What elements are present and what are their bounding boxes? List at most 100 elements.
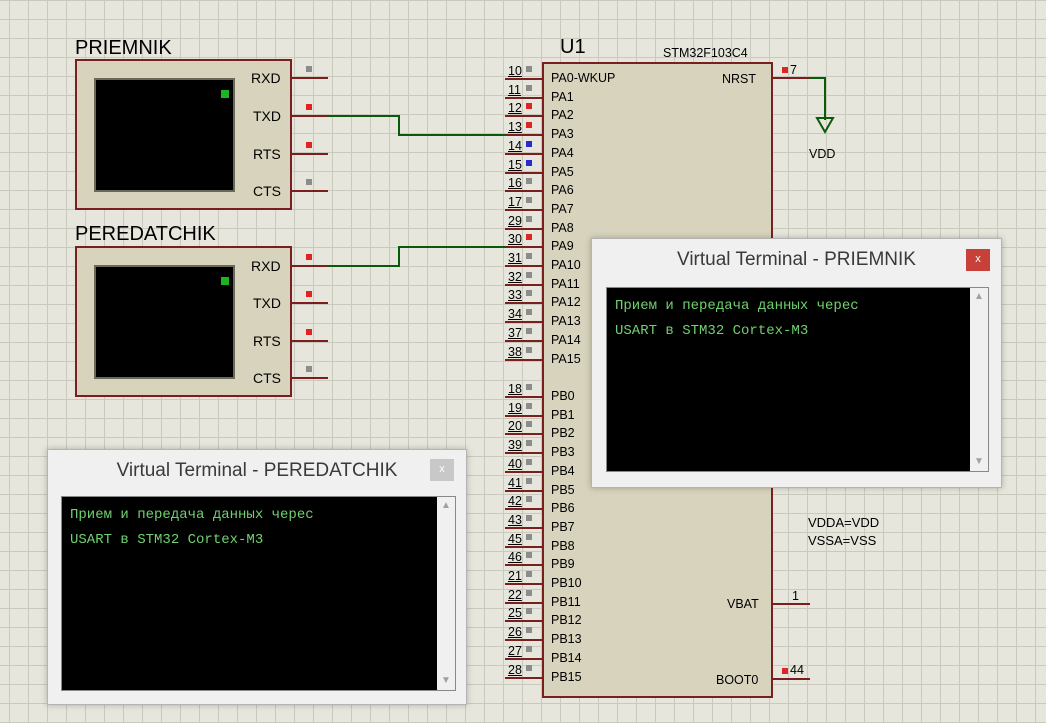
pin-state-indicator xyxy=(526,534,532,540)
mcu-pin-number: 28 xyxy=(508,663,522,677)
scrollbar[interactable]: ▲ ▼ xyxy=(970,288,988,471)
scroll-up-icon[interactable]: ▲ xyxy=(974,291,984,302)
pin-state-indicator xyxy=(306,66,312,72)
mcu-pin-vbat: VBAT xyxy=(727,597,759,611)
mcu-pin-number: 38 xyxy=(508,345,522,359)
mcu-pin-boot0-num: 44 xyxy=(790,663,804,677)
pin-state-indicator xyxy=(526,552,532,558)
pin-state-indicator xyxy=(526,571,532,577)
pin-state-indicator xyxy=(526,478,532,484)
close-icon[interactable]: x xyxy=(430,459,454,481)
pin-state-indicator xyxy=(526,646,532,652)
mcu-pin-pa1: PA1 xyxy=(551,90,574,104)
scroll-down-icon[interactable]: ▼ xyxy=(441,675,451,686)
power-note-vdda: VDDA=VDD xyxy=(808,515,880,530)
mcu-pin-pb3: PB3 xyxy=(551,445,575,459)
mcu-pin-pa9: PA9 xyxy=(551,239,574,253)
mcu-pin-number: 15 xyxy=(508,158,522,172)
receiver-screen xyxy=(94,78,235,192)
pin-state-indicator xyxy=(526,421,532,427)
mcu-pin-pa14: PA14 xyxy=(551,333,581,347)
wire-txd-pa3 xyxy=(328,115,505,136)
receiver-terminal-body[interactable] xyxy=(75,59,292,210)
pin-state-indicator xyxy=(526,627,532,633)
terminal-window-peredatchik[interactable]: Virtual Terminal - PEREDATCHIK x Прием и… xyxy=(47,449,467,705)
pin-state-indicator xyxy=(306,142,312,148)
pin-state-indicator xyxy=(526,459,532,465)
mcu-pin-pb10: PB10 xyxy=(551,576,582,590)
scroll-up-icon[interactable]: ▲ xyxy=(441,500,451,511)
pin-state-indicator xyxy=(526,272,532,278)
receiver-led xyxy=(221,90,229,98)
terminal-line: USART в STM32 Cortex-M3 xyxy=(615,323,809,339)
mcu-pin-number: 37 xyxy=(508,326,522,340)
terminal-line: Прием и передача данных черес xyxy=(70,507,314,523)
terminal-output[interactable]: Прием и передача данных черес USART в ST… xyxy=(606,287,989,472)
pin-state-indicator xyxy=(526,103,532,109)
window-title[interactable]: Virtual Terminal - PEREDATCHIK xyxy=(116,460,398,481)
mcu-pin-number: 39 xyxy=(508,438,522,452)
receiver-name: PRIEMNIK xyxy=(75,37,172,59)
mcu-pin-pa4: PA4 xyxy=(551,146,574,160)
mcu-pin-number: 19 xyxy=(508,401,522,415)
pin-state-indicator xyxy=(306,254,312,260)
pin-state-indicator xyxy=(526,347,532,353)
mcu-pin-number: 18 xyxy=(508,382,522,396)
mcu-pin-pa11: PA11 xyxy=(551,277,580,291)
pin-state-indicator xyxy=(526,328,532,334)
mcu-pin-number: 40 xyxy=(508,457,522,471)
transmitter-terminal-body[interactable] xyxy=(75,246,292,397)
terminal-output[interactable]: Прием и передача данных черес USART в ST… xyxy=(61,496,456,691)
mcu-pin-pa12: PA12 xyxy=(551,295,581,309)
mcu-pin-pb8: PB8 xyxy=(551,539,575,553)
mcu-pin-pb13: PB13 xyxy=(551,632,582,646)
mcu-pin-number: 14 xyxy=(508,139,522,153)
mcu-pin-pb11: PB11 xyxy=(551,595,581,609)
mcu-pin-nrst-num: 7 xyxy=(790,63,797,77)
pin-state-indicator xyxy=(526,515,532,521)
vdd-label: VDD xyxy=(809,147,836,161)
mcu-pin-number: 45 xyxy=(508,532,522,546)
pin-state-indicator xyxy=(782,668,788,674)
pin-state-indicator xyxy=(526,665,532,671)
mcu-pin-pa2: PA2 xyxy=(551,108,574,122)
transmitter-pin-txd: TXD xyxy=(253,295,281,311)
pin-state-indicator xyxy=(306,329,312,335)
mcu-pin-number: 43 xyxy=(508,513,522,527)
mcu-pin-pb2: PB2 xyxy=(551,426,575,440)
pin-state-indicator xyxy=(526,234,532,240)
mcu-pin-number: 26 xyxy=(508,625,522,639)
mcu-pin-number: 12 xyxy=(508,101,522,115)
mcu-pin-pa13: PA13 xyxy=(551,314,581,328)
mcu-pin-number: 31 xyxy=(508,251,522,265)
mcu-pin-number: 10 xyxy=(508,64,522,78)
mcu-pin-number: 29 xyxy=(508,214,522,228)
scrollbar[interactable]: ▲ ▼ xyxy=(437,497,455,690)
close-icon[interactable]: x xyxy=(966,249,990,271)
pin-state-indicator xyxy=(526,85,532,91)
terminal-line: USART в STM32 Cortex-M3 xyxy=(70,532,264,548)
window-title[interactable]: Virtual Terminal - PRIEMNIK xyxy=(677,249,916,270)
transmitter-led xyxy=(221,277,229,285)
pin-state-indicator xyxy=(526,197,532,203)
pin-state-indicator xyxy=(526,178,532,184)
mcu-pin-pb15: PB15 xyxy=(551,670,582,684)
mcu-pin-number: 30 xyxy=(508,232,522,246)
mcu-pin-pb1: PB1 xyxy=(551,408,575,422)
pin-state-indicator xyxy=(526,440,532,446)
pin-state-indicator xyxy=(526,403,532,409)
terminal-window-priemnik[interactable]: Virtual Terminal - PRIEMNIK x Прием и пе… xyxy=(591,238,1002,488)
scroll-down-icon[interactable]: ▼ xyxy=(974,456,984,467)
mcu-pin-pa10: PA10 xyxy=(551,258,581,272)
pin-state-indicator xyxy=(306,366,312,372)
vdd-arrow-icon xyxy=(815,117,835,135)
pin-state-indicator xyxy=(526,160,532,166)
mcu-pin-number: 33 xyxy=(508,288,522,302)
mcu-pin-pb6: PB6 xyxy=(551,501,575,515)
transmitter-pin-rxd: RXD xyxy=(251,258,281,274)
pin-state-indicator xyxy=(306,291,312,297)
mcu-pin-pb4: PB4 xyxy=(551,464,575,478)
pin-state-indicator xyxy=(526,122,532,128)
pin-state-indicator xyxy=(526,253,532,259)
pin-state-indicator xyxy=(306,104,312,110)
